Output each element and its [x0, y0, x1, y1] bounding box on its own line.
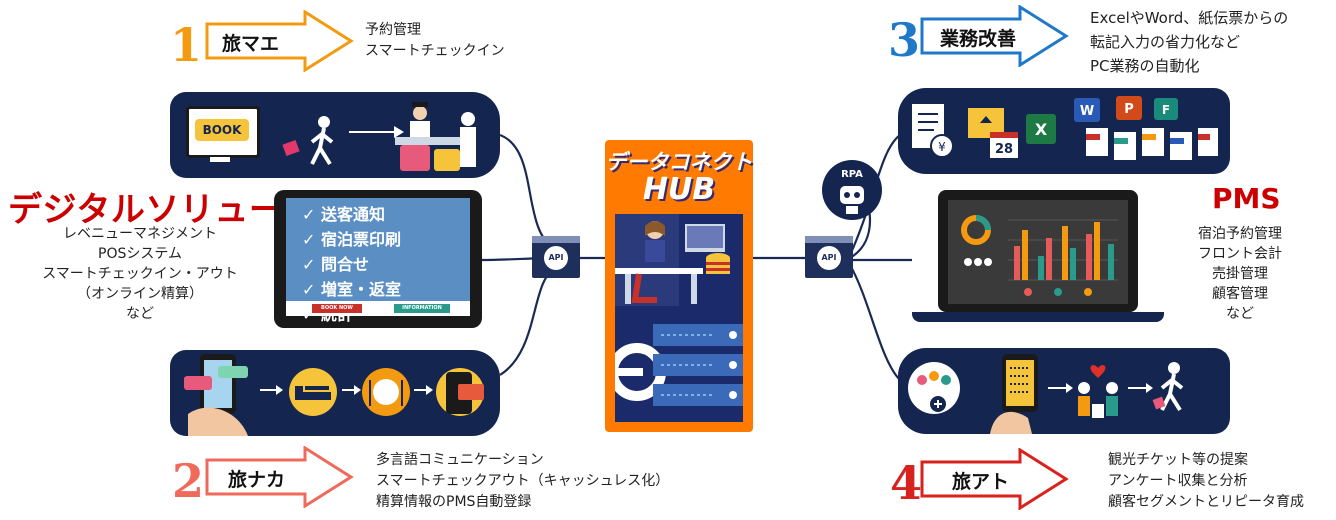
hub-title-line1: データコネクト — [605, 150, 753, 174]
laptop-screen — [948, 200, 1128, 304]
pms-list: 宿泊予約管理 フロント会計 売掛管理 顧客管理 など — [1198, 226, 1282, 322]
step3-arrow — [920, 5, 1069, 67]
excel-icon: X — [1026, 114, 1056, 144]
laptop — [938, 190, 1138, 312]
step4-arrow — [920, 448, 1069, 510]
panel-post-trip — [898, 348, 1230, 434]
step2-notes: 多言語コミュニケーションスマートチェックアウト（キャッシュレス化）精算情報のPM… — [376, 452, 670, 510]
tablet-screen: ✓ 送客通知 ✓ 宿泊票印刷 ✓ 問合せ ✓ 増室・返室 ✓ 統計 BOOK N… — [286, 198, 470, 324]
tablet-item: ✓ 問合せ — [302, 255, 369, 274]
powerpoint-icon: P — [1116, 96, 1142, 120]
step2-number: 2 — [172, 454, 205, 508]
step4-notes: 観光チケット等の提案アンケート収集と分析顧客セグメントとリピータ育成 — [1108, 452, 1304, 510]
laptop-base — [912, 312, 1164, 322]
pdf-file-icon — [1086, 128, 1218, 160]
step4-number: 4 — [890, 456, 923, 510]
step2-label: 旅ナカ — [228, 469, 286, 491]
office-apps-icons: ¥ X W P F — [912, 96, 1218, 160]
step1-label: 旅マエ — [222, 33, 280, 55]
word-icon: W — [1074, 98, 1100, 122]
svg-text:X: X — [1035, 120, 1048, 139]
data-connect-hub: データコネクト HUB — [605, 140, 753, 432]
svg-text:F: F — [1162, 103, 1170, 117]
survey-phone-icon — [990, 354, 1038, 434]
step4-label: 旅アト — [952, 471, 1010, 493]
post-trip-icons — [908, 354, 1184, 434]
tablet-item: ✓ 増室・返室 — [302, 280, 401, 299]
svg-text:¥: ¥ — [938, 140, 946, 154]
rpa-robot: RPA — [822, 160, 882, 220]
operator-server-icon — [608, 214, 743, 406]
tax-document-icon: ¥ — [912, 104, 954, 158]
step1-notes: 予約管理スマートチェックイン — [365, 22, 505, 59]
payment-phone-icon — [436, 368, 484, 416]
panel-during-trip — [170, 350, 500, 436]
tablet-item: ✓ 宿泊票印刷 — [302, 230, 401, 249]
customer-group-icon — [908, 362, 960, 414]
step1-arrow — [205, 10, 354, 72]
panel-office-automation: ¥ X W P F — [898, 88, 1230, 174]
robot-icon — [840, 186, 864, 214]
step2-arrow — [205, 446, 354, 508]
step1-number: 1 — [170, 18, 203, 72]
meal-icon — [362, 368, 410, 416]
repeat-visitor-icon — [1152, 362, 1184, 412]
front-desk-icon — [395, 102, 476, 171]
svg-text:W: W — [1080, 104, 1094, 119]
api-connector-left: API — [532, 236, 580, 278]
chart-calendar-icon — [968, 108, 1018, 158]
svg-text:P: P — [1124, 102, 1134, 117]
tablet: ✓ 送客通知 ✓ 宿泊票印刷 ✓ 問合せ ✓ 増室・返室 ✓ 統計 BOOK N… — [274, 190, 482, 328]
monitor-book-icon: BOOK — [186, 106, 260, 158]
panel-pre-trip: BOOK — [170, 92, 500, 178]
hub-title-line2: HUB — [642, 172, 716, 207]
forms-icon: F — [1154, 98, 1178, 120]
step3-label: 業務改善 — [940, 28, 1017, 50]
bed-icon — [289, 368, 337, 416]
chat-phone-icon — [184, 354, 484, 436]
tablet-item: ✓ 送客通知 — [302, 205, 385, 224]
dashboard-chart-icon — [961, 215, 1118, 296]
walking-person-icon — [282, 116, 404, 166]
pms-title: PMS — [1212, 182, 1281, 215]
api-connector-right: API — [805, 236, 853, 278]
information-button[interactable]: INFORMATION — [394, 304, 450, 313]
book-now-button[interactable]: BOOK NOW — [312, 304, 362, 313]
step3-number: 3 — [888, 13, 921, 67]
calendar-day: 28 — [994, 142, 1014, 157]
family-icon — [1078, 365, 1118, 418]
digital-solutions-list: レベニューマネジメント POSシステム スマートチェックイン・アウト （オンライ… — [42, 226, 238, 322]
server-rack-icon — [653, 324, 743, 406]
